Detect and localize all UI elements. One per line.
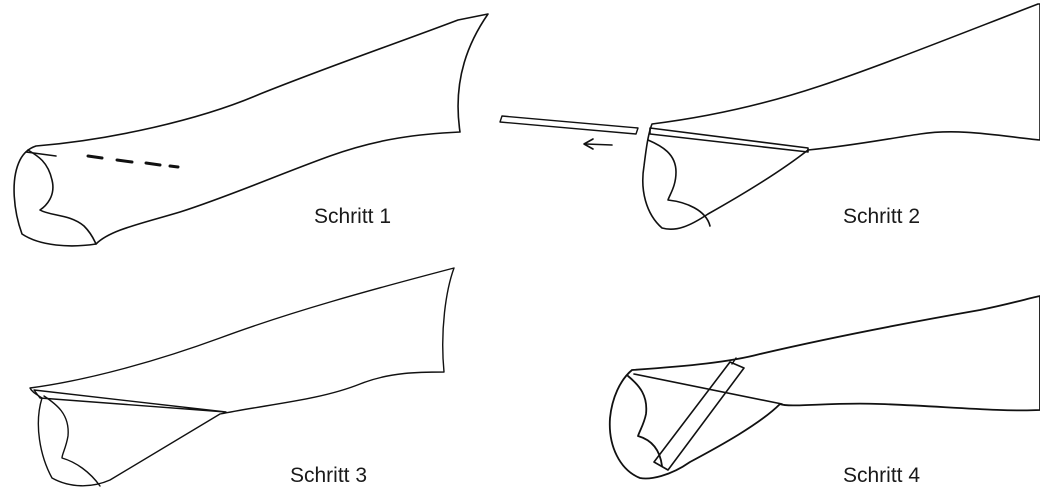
step-4-bone-outline <box>610 296 1040 478</box>
step-2-head-contour <box>648 140 710 226</box>
step-3-bone <box>30 268 454 486</box>
step-1-cut-dash-4 <box>170 166 178 167</box>
step-1-bone <box>14 14 488 246</box>
step-1-head-contour <box>28 150 96 244</box>
step-2-bone <box>500 4 1040 229</box>
step-4-head-contour <box>628 376 662 466</box>
step-2-label: Schritt 2 <box>843 205 920 229</box>
step-2-cut-slit <box>650 128 808 152</box>
step-4-cut-line <box>634 374 782 404</box>
step-3-head-contour <box>44 396 100 486</box>
step-2-saw-blade <box>500 116 638 134</box>
step-1-cut-dash-3 <box>146 163 160 165</box>
step-1-bone-outline <box>14 14 488 246</box>
step-1-cut-dash-1 <box>88 156 102 158</box>
step-3-bone-outline <box>30 268 454 486</box>
step-2-bone-outline <box>643 4 1040 229</box>
step-2-arrow-shaft <box>586 144 612 145</box>
step-4-label: Schritt 4 <box>843 464 920 488</box>
step-1-cut-dash-2 <box>117 160 132 162</box>
step-1-label: Schritt 1 <box>314 205 391 229</box>
step-4-bone <box>610 296 1040 478</box>
step-1-cut-line-solid <box>26 152 56 156</box>
step-3-label: Schritt 3 <box>290 464 367 488</box>
step-4-wedge-plate <box>654 362 744 470</box>
step-3-wedge-gap <box>34 390 226 412</box>
